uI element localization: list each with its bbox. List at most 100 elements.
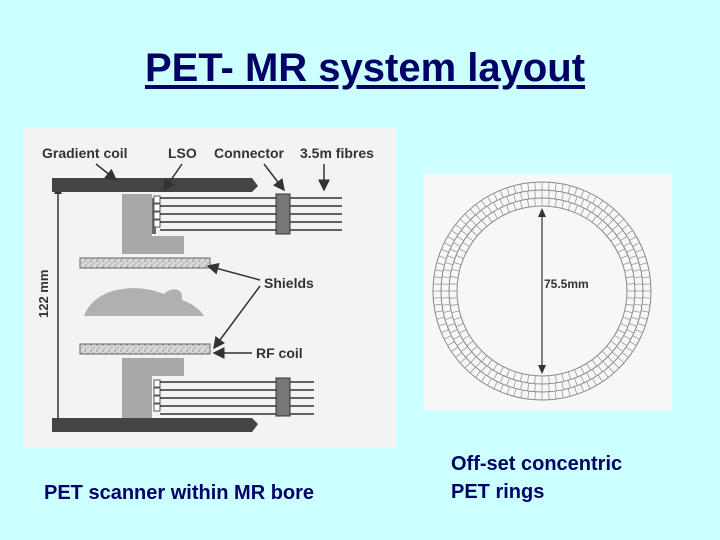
crystal-divider: [527, 374, 530, 383]
crystal-divider: [534, 182, 536, 191]
crystal-divider: [632, 335, 640, 340]
crystal-divider: [601, 224, 609, 232]
crystal-divider: [617, 329, 626, 334]
crystal-divider: [450, 303, 459, 306]
crystal-divider: [441, 329, 449, 334]
crystal-divider: [447, 255, 456, 259]
crystal-divider: [628, 255, 637, 259]
crystal-divider: [642, 283, 651, 285]
crystal-divider: [625, 346, 633, 352]
crystal-divider: [548, 391, 550, 400]
crystal-divider: [628, 323, 637, 327]
crystal-divider: [506, 386, 510, 395]
crystal-divider: [444, 316, 453, 320]
crystal-divider: [622, 316, 631, 321]
crystal-divider: [561, 192, 564, 201]
top-lso-block: [122, 194, 152, 254]
crystal-divider: [639, 316, 648, 320]
slide-title: PET- MR system layout: [144, 46, 586, 90]
crystal-divider: [481, 355, 488, 362]
crystal-divider: [447, 341, 455, 346]
crystal-divider: [513, 193, 517, 202]
crystal-divider: [586, 193, 591, 201]
crystal-divider: [632, 269, 641, 272]
bottom-connector: [275, 377, 291, 417]
crystal-divider: [561, 389, 564, 398]
top-shield: [79, 257, 211, 269]
crystal-divider: [622, 261, 631, 266]
crystal-divider: [632, 310, 641, 313]
crystal-divider: [602, 214, 609, 221]
crystal-divider: [433, 297, 442, 299]
crystal-divider: [608, 208, 615, 216]
top-fibres: [160, 197, 342, 231]
crystal-divider: [506, 377, 510, 386]
crystal-divider: [493, 211, 498, 219]
crystal-divider: [606, 230, 613, 237]
crystal-divider: [451, 310, 460, 314]
crystal-divider: [487, 378, 492, 386]
crystal-divider: [475, 350, 483, 358]
crystal-divider: [597, 365, 603, 373]
crystal-divider: [626, 297, 635, 299]
crystal-divider: [455, 255, 464, 259]
crystal-divider: [612, 224, 619, 231]
crystal-divider: [614, 335, 622, 340]
crystal-divider: [637, 255, 646, 259]
crystal-divider: [592, 196, 597, 204]
crystal-divider: [629, 236, 637, 241]
crystal-divider: [460, 230, 468, 236]
crystal-divider: [441, 248, 449, 253]
crystal-divider: [469, 366, 476, 374]
crystal-divider: [561, 200, 565, 209]
crystal-divider: [470, 219, 477, 226]
crystal-divider: [623, 335, 631, 340]
crystal-divider: [567, 202, 572, 211]
crystal-divider: [451, 230, 459, 236]
crystal-divider: [453, 335, 461, 340]
crystal-divider: [574, 386, 578, 395]
crystal-divider: [640, 310, 649, 313]
crystal-divider: [487, 215, 493, 223]
label-arrows: [95, 163, 330, 359]
crystal-divider: [453, 261, 462, 266]
dimension-label: 122 mm: [36, 270, 51, 318]
crystal-divider: [631, 262, 640, 266]
crystal-divider: [596, 355, 603, 362]
crystal-divider: [629, 341, 637, 346]
crystal-divider: [613, 213, 620, 220]
crystal-divider: [460, 346, 468, 352]
crystal-divider: [633, 303, 643, 306]
crystal-divider: [450, 276, 459, 279]
bottom-gradient-coil: [52, 418, 258, 432]
crystal-divider: [449, 297, 458, 299]
crystal-divider: [554, 391, 557, 400]
crystal-divider: [455, 323, 464, 327]
crystal-divider: [554, 382, 557, 392]
crystal-divider: [493, 381, 498, 389]
crystal-divider: [499, 198, 504, 207]
crystal-divider: [574, 369, 578, 378]
crystal-divider: [580, 375, 585, 384]
diameter-label: 75.5mm: [544, 277, 589, 291]
crystal-divider: [493, 363, 498, 371]
crystal-divider: [499, 375, 504, 384]
crystal-divider: [444, 335, 452, 340]
crystal-divider: [433, 276, 442, 279]
crystal-divider: [580, 384, 585, 392]
crystal-divider: [597, 374, 603, 382]
crystal-divider: [567, 371, 572, 380]
crystal-divider: [591, 205, 597, 213]
crystal-divider: [621, 352, 629, 358]
crystal-divider: [635, 248, 643, 253]
crystal-divider: [534, 383, 536, 392]
crystal-divider: [574, 377, 578, 386]
crystal-divider: [465, 224, 472, 231]
left-caption: PET scanner within MR bore: [44, 482, 315, 504]
crystal-divider: [613, 362, 620, 369]
crystal-divider: [527, 182, 530, 191]
crystal-divider: [602, 361, 609, 368]
crystal-divider: [435, 269, 444, 272]
crystal-divider: [513, 185, 517, 194]
pet-scanner-diagram: Gradient coil LSO Connector 3.5m fibres …: [24, 128, 396, 448]
